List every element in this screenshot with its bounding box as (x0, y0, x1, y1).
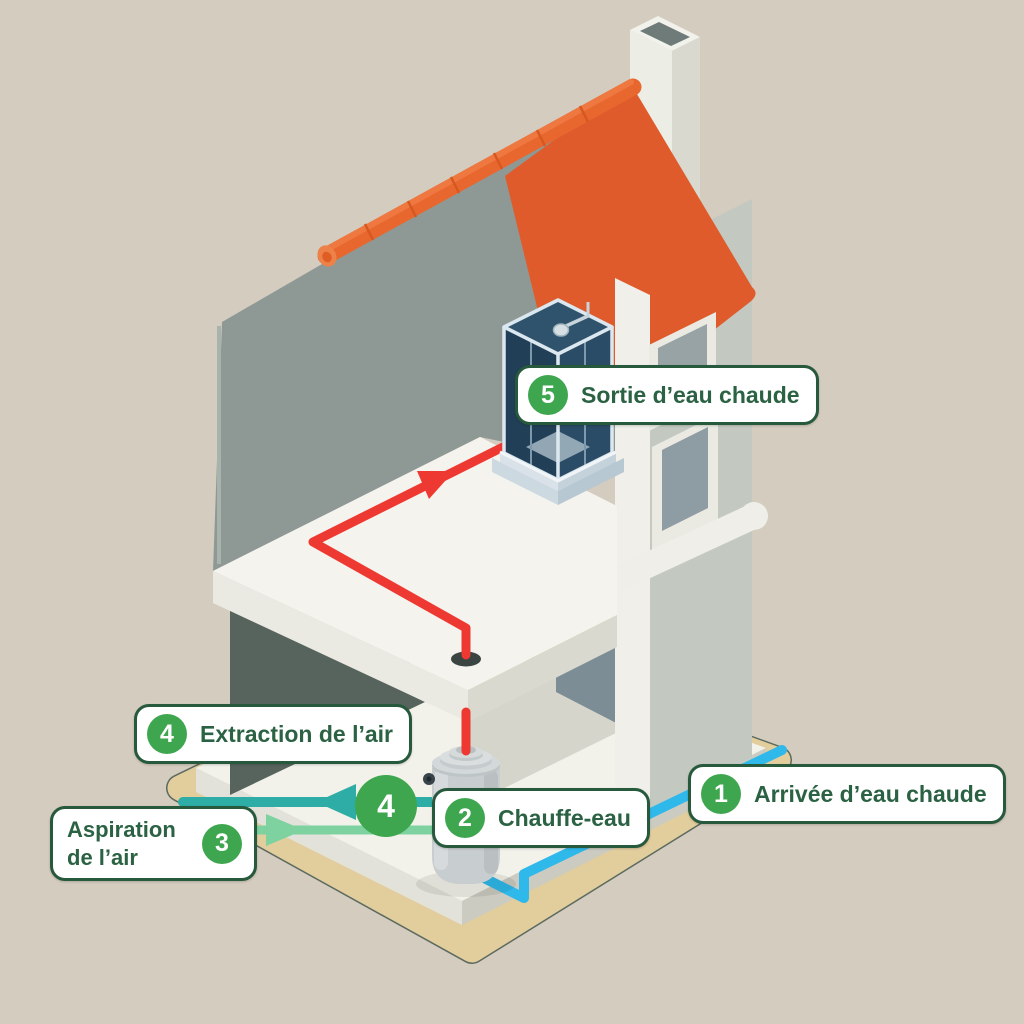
callout-number-badge: 2 (445, 798, 485, 838)
callout-label: Sortie d’eau chaude (581, 381, 800, 408)
hot-water-arrow-icon (417, 471, 454, 499)
callout-label: Chauffe-eau (498, 804, 631, 831)
callout-chauffe-eau: 2 Chauffe-eau (432, 788, 650, 848)
hot-water-pipe (308, 432, 528, 660)
air-intake-arrow-icon (266, 814, 304, 846)
callout-arrivee-eau: 1 Arrivée d’eau chaude (688, 764, 1006, 824)
callout-number-badge: 5 (528, 375, 568, 415)
roof-ridge-tiles (317, 78, 642, 267)
callout-label: Arrivée d’eau chaude (754, 780, 987, 807)
shower-head-icon (552, 302, 590, 337)
upper-floor-slab (213, 437, 617, 722)
callout-label: Aspiration de l’air (67, 817, 176, 870)
callout-aspiration-air: Aspiration de l’air 3 (50, 806, 257, 881)
callout-label: Extraction de l’air (200, 720, 394, 747)
shower-base (492, 450, 624, 505)
callout-number-badge: 1 (701, 774, 741, 814)
flow-marker-4: 4 (355, 775, 417, 837)
air-extraction-arrow-icon (316, 784, 356, 820)
callout-sortie-eau-chaude: 5 Sortie d’eau chaude (515, 365, 819, 425)
tower-left-face (615, 278, 650, 810)
callout-number-badge: 4 (147, 714, 187, 754)
callout-number-badge: 3 (202, 823, 242, 864)
tower-ledge (618, 502, 768, 593)
cold-water-pipe (471, 745, 787, 903)
chimney (630, 16, 700, 201)
callout-extraction-air: 4 Extraction de l’air (134, 704, 413, 764)
